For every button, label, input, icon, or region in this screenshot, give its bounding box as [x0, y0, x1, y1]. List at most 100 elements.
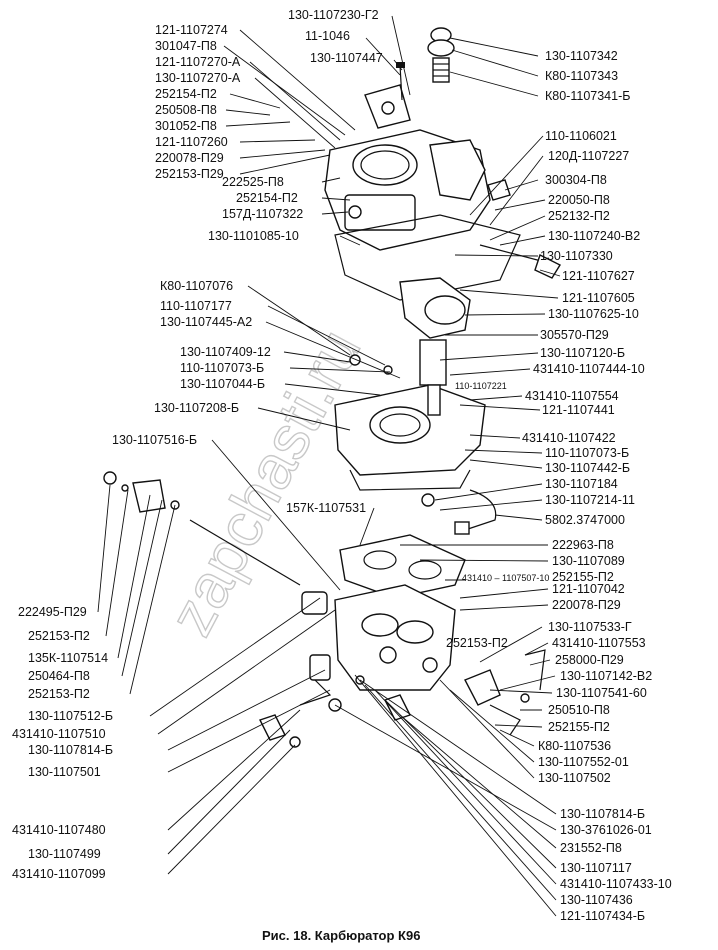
part-label: 157К-1107531: [286, 501, 366, 515]
part-label: 121-1107627: [562, 269, 635, 283]
part-label: К80-1107076: [160, 279, 233, 293]
part-label: 121-1107605: [562, 291, 635, 305]
part-label: 301052-П8: [155, 119, 217, 133]
part-label: 130-1107533-Г: [548, 620, 632, 634]
part-label: 130-1107436: [560, 893, 633, 907]
part-label: 157Д-1107322: [222, 207, 303, 221]
throttle-shaft-assembly: [103, 471, 301, 586]
part-label: 252132-П2: [548, 209, 610, 223]
part-label: 250464-П8: [28, 669, 90, 683]
part-label: 431410-1107553: [552, 636, 646, 650]
part-label: 252154-П2: [236, 191, 298, 205]
part-label: 110-1107177: [160, 299, 232, 313]
part-label: 130-1107214-11: [545, 493, 635, 507]
part-label: 231552-П8: [560, 841, 622, 855]
part-label: 135К-1107514: [28, 651, 108, 665]
part-label: 121-1107260: [155, 135, 228, 149]
part-label: 130-1107625-10: [548, 307, 639, 321]
throttle-gasket: [339, 534, 466, 599]
upper-gasket: [334, 214, 521, 301]
part-label: 130-1107330: [540, 249, 613, 263]
part-label: 431410-1107433-10: [560, 877, 672, 891]
part-label: 250508-П8: [155, 103, 217, 117]
part-number-labels: 121-1107274 301047-П8 121-1107270-А 130-…: [12, 8, 672, 923]
part-label: 110-1106021: [545, 129, 617, 143]
part-label: 5802.3747000: [545, 513, 625, 527]
part-label: 130-1101085-10: [208, 229, 299, 243]
part-label: 130-1107814-Б: [560, 807, 645, 821]
filter-plug-stack: [427, 27, 455, 83]
part-label: 130-1107516-Б: [112, 433, 197, 447]
part-label: 130-1107208-Б: [154, 401, 239, 415]
part-label: 130-1107445-А2: [160, 315, 252, 329]
part-label: 130-1107044-Б: [180, 377, 265, 391]
economizer-and-pump-drive: [399, 179, 561, 339]
part-label: 130-1107142-В2: [560, 669, 652, 683]
part-label: 121-1107441: [542, 403, 615, 417]
part-label: 130-1107541-60: [556, 686, 647, 700]
part-label: 130-3761026-01: [560, 823, 652, 837]
part-label: 130-1107447: [310, 51, 383, 65]
part-label: 220050-П8: [548, 193, 610, 207]
part-label: 431410-1107444-10: [533, 362, 645, 376]
float-chamber-body: [334, 339, 497, 535]
part-label: 130-1107089: [552, 554, 625, 568]
part-label: 130-1107512-Б: [28, 709, 113, 723]
part-label: 222525-П8: [222, 175, 284, 189]
part-label: 431410-1107422: [522, 431, 616, 445]
part-label: 121-1107270-А: [155, 55, 241, 69]
part-label: 130-1107342: [545, 49, 618, 63]
part-label: 130-1107814-Б: [28, 743, 113, 757]
part-label: 130-1107499: [28, 847, 101, 861]
part-label: 110-1107073-Б: [545, 446, 629, 460]
part-label: 130-1107409-12: [180, 345, 271, 359]
pump-lever-group: [464, 649, 546, 736]
part-label: 258000-П29: [555, 653, 624, 667]
part-label: 431410-1107554: [525, 389, 619, 403]
part-label: К80-1107536: [538, 739, 611, 753]
part-label: 431410-1107099: [12, 867, 106, 881]
part-label: 130-1107270-А: [155, 71, 241, 85]
part-label: 130-1107552-01: [538, 755, 629, 769]
part-label: 252154-П2: [155, 87, 217, 101]
part-label: 252153-П2: [28, 687, 90, 701]
figure-caption: Рис. 18. Карбюратор К96: [262, 928, 420, 943]
part-label: 130-1107230-Г2: [288, 8, 379, 22]
part-label: 301047-П8: [155, 39, 217, 53]
leader-lines: [97, 15, 561, 917]
part-label: 431410-1107510: [12, 727, 106, 741]
part-label: 252153-П2: [446, 636, 508, 650]
throttle-body: [301, 584, 456, 691]
part-label: 300304-П8: [545, 173, 607, 187]
part-label: 120Д-1107227: [548, 149, 629, 163]
part-label: 252155-П2: [552, 570, 614, 584]
part-label: 11-1046: [305, 29, 350, 43]
part-label: 130-1107240-В2: [548, 229, 640, 243]
part-label: 110-1107073-Б: [180, 361, 264, 375]
part-label: 252155-П2: [548, 720, 610, 734]
part-label: 431410-1107480: [12, 823, 106, 837]
part-label: 220078-П29: [552, 598, 621, 612]
part-label: 220078-П29: [155, 151, 224, 165]
part-label: К80-1107343: [545, 69, 618, 83]
part-label: 121-1107042: [552, 582, 625, 596]
part-label: 110-1107221: [455, 381, 507, 391]
part-label: К80-1107341-Б: [545, 89, 630, 103]
part-label: 130-1107117: [560, 861, 632, 875]
part-label: 121-1107434-Б: [560, 909, 645, 923]
part-label: 431410 – 1107507-10: [462, 573, 549, 583]
part-label: 305570-П29: [540, 328, 609, 342]
part-label: 121-1107274: [155, 23, 228, 37]
part-label: 130-1107502: [538, 771, 611, 785]
part-label: 222963-П8: [552, 538, 614, 552]
part-label: 222495-П29: [18, 605, 87, 619]
part-label: 252153-П29: [155, 167, 224, 181]
part-label: 130-1107120-Б: [540, 346, 625, 360]
part-label: 130-1107501: [28, 765, 101, 779]
part-label: 252153-П2: [28, 629, 90, 643]
part-label: 130-1107442-Б: [545, 461, 630, 475]
part-label: 130-1107184: [545, 477, 618, 491]
air-horn-cover: [324, 62, 491, 251]
part-label: 250510-П8: [548, 703, 610, 717]
